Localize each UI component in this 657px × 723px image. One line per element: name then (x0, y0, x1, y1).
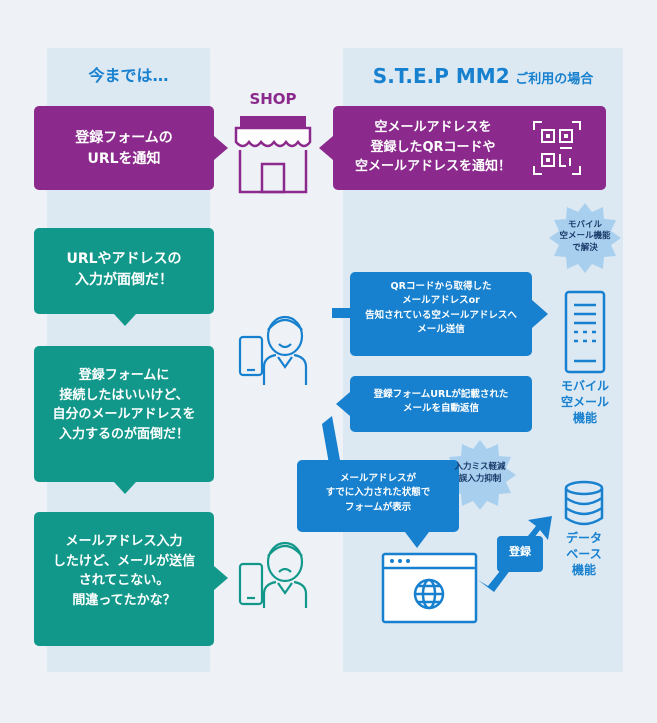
badge-starburst-1 (549, 203, 621, 273)
box1-text: QRコードから取得した メールアドレスor 告知されている空メールアドレスへ メ… (365, 281, 517, 335)
box2-text: 登録フォームURLが記載された メールを自動返信 (373, 389, 509, 415)
bubble3-text: メールアドレス入力 したけど、メールが送信 されてこない。 間違ってたかな？ (52, 534, 196, 608)
right-title-sub: ご利用の場合 (515, 72, 594, 87)
box2-shape (336, 376, 532, 432)
badge1-text: モバイル 空メール機能 で解決 (559, 220, 611, 253)
right-title-main: S.T.E.P MM2 (372, 64, 510, 88)
sad-person-icon (238, 541, 308, 608)
db-label: データ ベース 機能 (565, 531, 602, 578)
bubble1-shape (34, 228, 214, 326)
flow-arrows (322, 308, 552, 592)
badge2-text: 入力ミス軽減 誤入力抑制 (454, 462, 506, 484)
bubble2-shape (34, 346, 214, 494)
happy-person-icon (238, 315, 308, 385)
right-title: S.T.E.P MM2 ご利用の場合 (343, 64, 623, 88)
right-shop-bubble (319, 106, 606, 190)
server-label: モバイル 空メール 機能 (560, 379, 609, 426)
badge-starburst-2 (444, 440, 516, 510)
left-shop-bubble-text: 登録フォームの URLを通知 (75, 130, 173, 167)
left-title: 今までは… (88, 66, 169, 85)
right-shop-bubble-text: 空メールアドレスを 登録したQRコードや 空メールアドレスを通知！ (354, 120, 511, 174)
bubble2-text: 登録フォームに 接続したはいいけど、 自分のメールアドレスを 入力するのが面倒だ… (52, 368, 196, 442)
shop-icon (234, 116, 312, 194)
box3-text: メールアドレスが すでに入力された状態で フォームが表示 (325, 473, 431, 513)
bubble3-shape (34, 512, 228, 646)
server-icon (564, 290, 606, 374)
database-icon (564, 480, 604, 526)
bubble1-text: URLやアドレスの 入力が面倒だ！ (66, 251, 182, 288)
browser-globe-icon (381, 552, 478, 624)
register-label: 登録 (509, 545, 531, 558)
qr-icon (533, 121, 581, 175)
box3-shape (297, 460, 459, 532)
box1-shape (350, 272, 548, 356)
shop-label: SHOP (249, 90, 297, 108)
left-shop-bubble (34, 106, 228, 190)
